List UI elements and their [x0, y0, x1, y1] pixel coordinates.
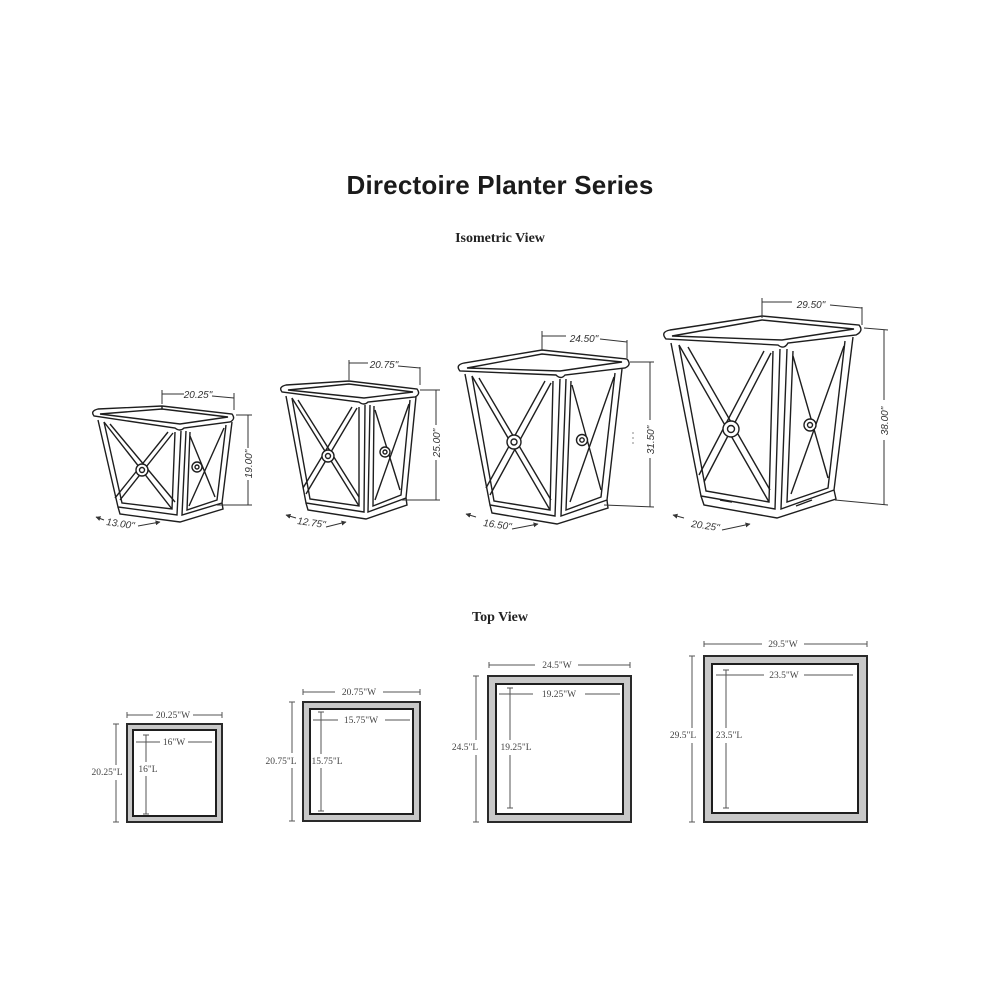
isometric-planter-3	[457, 349, 630, 525]
isometric-planter-2	[279, 380, 420, 520]
page-title: Directoire Planter Series	[346, 170, 654, 200]
planter-1-top-width: 20.25"	[183, 390, 213, 401]
planter-4-height: 38.00"	[880, 406, 891, 435]
planter-3-height: 31.50"	[646, 425, 657, 454]
planter-2-top-width: 20.75"	[369, 360, 399, 371]
planter-4-top-width: 29.50"	[796, 300, 826, 311]
planter-4-base-width: 20.25"	[689, 519, 720, 534]
top-1-outer-width: 20.25"W	[156, 711, 190, 721]
top-2-outer-length: 20.75"L	[265, 757, 296, 767]
isometric-planter-1-dims	[95, 390, 252, 527]
top-view-planter-1	[113, 712, 223, 823]
isometric-planter-3-dims	[465, 331, 655, 530]
top-2-outer-width: 20.75"W	[342, 688, 376, 698]
top-3-inner-width: 19.25"W	[542, 690, 576, 700]
planter-1-base-width: 13.00"	[105, 517, 135, 532]
top-view-planter-2	[289, 689, 421, 822]
isometric-planter-1	[91, 405, 235, 523]
top-4-inner-length: 23.5"L	[716, 731, 743, 741]
isometric-planter-4	[663, 315, 862, 519]
top-3-outer-width: 24.5"W	[542, 661, 572, 671]
top-1-inner-width: 16"W	[163, 738, 185, 748]
planter-3-top-width: 24.50"	[569, 334, 599, 345]
top-view-planter-3	[473, 662, 632, 823]
isometric-planter-4-dims	[672, 298, 889, 531]
isometric-planter-2-dims	[285, 360, 440, 528]
top-view-planter-4	[689, 641, 868, 823]
planter-2-base-width: 12.75"	[296, 516, 326, 531]
planter-3-base-width: 16.50"	[482, 518, 512, 533]
top-4-inner-width: 23.5"W	[769, 671, 799, 681]
top-2-inner-length: 15.75"L	[311, 757, 342, 767]
top-2-inner-width: 15.75"W	[344, 716, 378, 726]
top-1-inner-length: 16"L	[138, 765, 157, 775]
planter-2-height: 25.00"	[432, 428, 443, 458]
planter-1-height: 19.00"	[244, 449, 255, 478]
top-3-inner-length: 19.25"L	[500, 743, 531, 753]
isometric-view-heading: Isometric View	[455, 231, 545, 246]
top-3-outer-length: 24.5"L	[452, 743, 479, 753]
top-4-outer-width: 29.5"W	[768, 640, 798, 650]
top-view-heading: Top View	[472, 610, 528, 625]
top-4-outer-length: 29.5"L	[670, 731, 697, 741]
top-1-outer-length: 20.25"L	[91, 768, 122, 778]
